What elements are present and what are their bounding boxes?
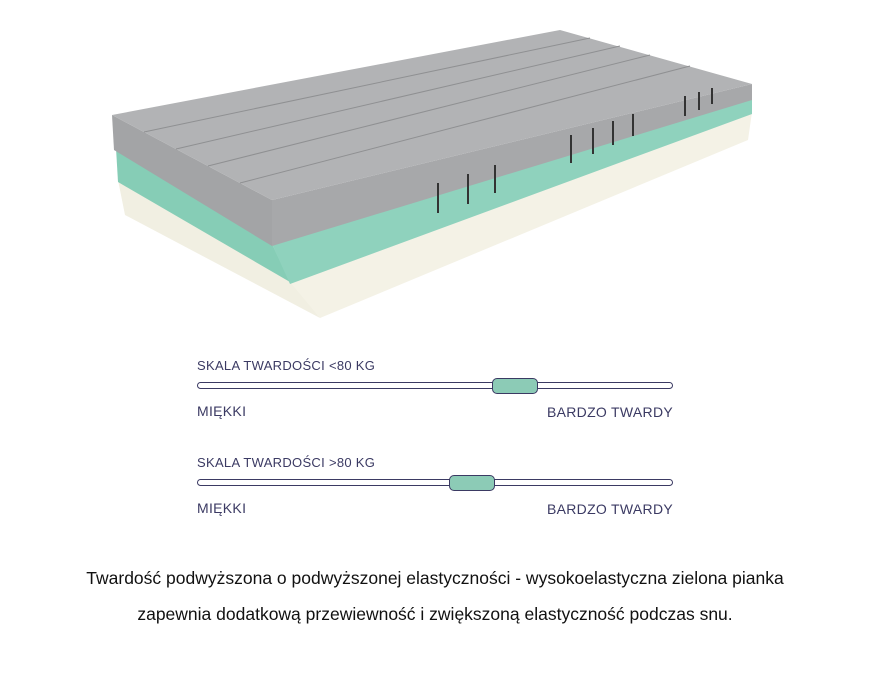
scale-title: SKALA TWARDOŚCI <80 KG xyxy=(197,358,376,373)
mattress-front-green xyxy=(272,98,752,284)
scale-max-label: BARDZO TWARDY xyxy=(546,501,673,517)
scale-min-label: MIĘKKI xyxy=(197,500,247,516)
mattress-top xyxy=(112,30,752,200)
scale-title: SKALA TWARDOŚCI >80 KG xyxy=(197,455,376,470)
mattress-image xyxy=(112,30,752,318)
scale-track xyxy=(197,479,673,486)
mattress-left-green xyxy=(116,148,290,282)
description: Twardość podwyższona o podwyższonej elas… xyxy=(0,560,870,632)
description-line-1: Twardość podwyższona o podwyższonej elas… xyxy=(86,568,784,588)
scale-min-label: MIĘKKI xyxy=(197,403,247,419)
mattress-left-cream xyxy=(118,180,320,318)
scale-track xyxy=(197,382,673,389)
scale-indicator xyxy=(491,378,538,394)
mattress-front-cream xyxy=(290,112,752,318)
description-line-2: zapewnia dodatkową przewiewność i zwięks… xyxy=(137,604,733,624)
mattress-left-gray xyxy=(112,115,272,246)
scale-indicator xyxy=(448,475,495,491)
scale-max-label: BARDZO TWARDY xyxy=(546,404,673,420)
